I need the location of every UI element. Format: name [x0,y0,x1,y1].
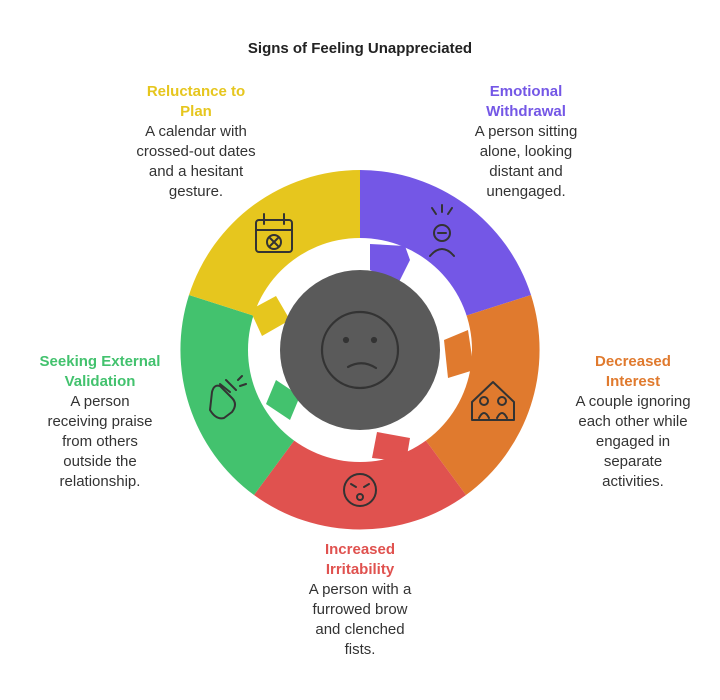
calendar-cross-icon [255,213,293,253]
notch-decreased [444,330,474,378]
clapping-hands-icon [209,375,247,420]
sad-face-icon [320,310,400,390]
segment-seeking-external-validation [180,295,313,495]
center-circle [280,270,440,430]
heading-reluctance-to-plan: Reluctance to Plan [146,83,246,120]
label-increased-irritability: Increased Irritability A person with a f… [278,540,442,660]
angry-face-icon [343,473,377,507]
segment-decreased-interest [407,295,540,495]
label-reluctance-to-plan: Reluctance to Plan A calendar with cross… [108,82,284,202]
heading-decreased-interest: Decreased Interest [595,353,671,390]
description-emotional-withdrawal: A person sitting alone, looking distant … [474,123,578,200]
label-emotional-withdrawal: Emotional Withdrawal A person sitting al… [446,82,606,202]
segment-reluctance-to-plan [189,170,360,325]
description-seeking-external-validation: A person receiving praise from others ou… [47,393,153,490]
notch-reluctance [250,296,290,336]
segment-emotional-withdrawal [360,170,531,325]
person-alone-icon [429,204,455,257]
heading-emotional-withdrawal: Emotional Withdrawal [486,83,566,120]
description-increased-irritability: A person with a furrowed brow and clench… [308,581,412,658]
label-seeking-external-validation: Seeking External Validation A person rec… [12,352,188,492]
notch-seeking [266,380,300,420]
description-reluctance-to-plan: A calendar with crossed-out dates and a … [136,123,256,200]
description-decreased-interest: A couple ignoring each other while engag… [575,393,691,490]
diagram-title: Signs of Feeling Unappreciated [247,40,473,57]
heading-increased-irritability: Increased Irritability [324,541,396,578]
notch-irritability [372,432,410,462]
couple-house-icon [471,381,515,421]
label-decreased-interest: Decreased Interest A couple ignoring eac… [548,352,718,492]
heading-seeking-external-validation: Seeking External Validation [39,353,161,390]
